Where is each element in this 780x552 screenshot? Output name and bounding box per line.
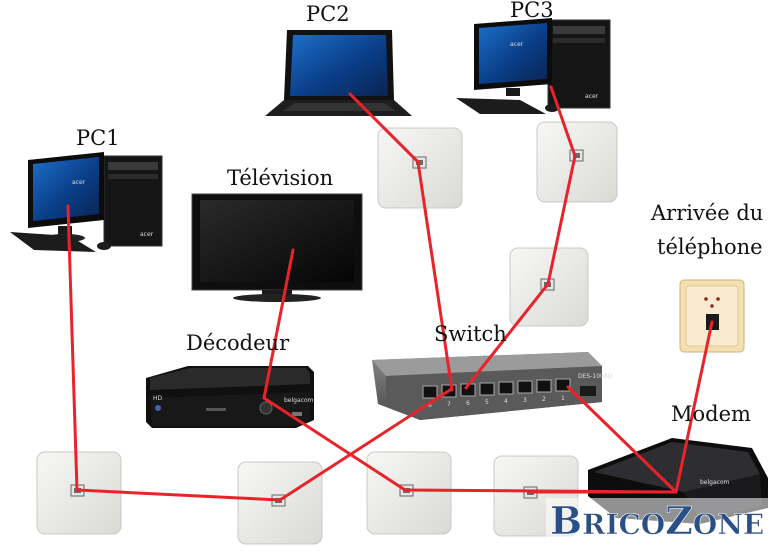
wall-socket-center [509, 247, 589, 327]
label-pc2: PC2 [306, 2, 350, 26]
pc3-tower-brand: acer [585, 93, 599, 100]
switch-port-number: 5 [485, 399, 489, 406]
label-arrivee-line2: téléphone [657, 235, 763, 259]
label-modem: Modem [671, 402, 751, 426]
label-pc3: PC3 [510, 0, 554, 22]
modem-brand: belgacom [700, 479, 730, 486]
cable-tv [262, 248, 295, 400]
switch-port-number: 6 [466, 400, 470, 407]
watermark-one: ONE [693, 508, 764, 541]
decoder-brand: belgacom [284, 397, 314, 404]
decoder-hd-label: HD [153, 395, 163, 402]
switch-model: DES-1008D [578, 373, 613, 380]
cables [66, 85, 714, 502]
watermark-b: B [550, 498, 582, 543]
pc1-tower-brand: acer [140, 231, 154, 238]
switch-port-number: 2 [542, 396, 546, 403]
wall-socket-bottom-2 [237, 461, 323, 545]
wall-socket-pc3 [536, 121, 618, 203]
pc1-computer: acer acer [10, 152, 163, 252]
label-pc1: PC1 [76, 126, 120, 150]
pc1-screen-brand: acer [72, 179, 86, 186]
switch-port-number: 1 [561, 395, 565, 402]
bricozone-watermark: BRICOZONE [546, 498, 774, 544]
cable-pc3 [464, 85, 577, 390]
cable-switch-modem [566, 385, 678, 494]
watermark-z: Z [665, 498, 693, 543]
cable-pc2 [348, 92, 454, 392]
pc3-computer: acer acer [456, 18, 611, 114]
watermark-text: BRICOZONE [550, 498, 764, 543]
wall-socket-bottom-3 [366, 451, 452, 535]
switch-port-number: 4 [504, 398, 508, 405]
network-switch: 8 7 6 5 4 3 2 1 DES-1008D [372, 352, 613, 420]
cable-pc1 [66, 204, 452, 502]
phone-socket [679, 279, 745, 353]
pc2-laptop [265, 30, 412, 116]
switch-port-number: 7 [447, 401, 451, 408]
pc3-screen-brand: acer [510, 41, 524, 48]
switch-ports [422, 378, 571, 399]
label-television: Télévision [227, 166, 333, 190]
television [191, 193, 363, 302]
label-arrivee-line1: Arrivée du [650, 201, 763, 225]
watermark-rico: RICO [582, 508, 665, 541]
label-switch: Switch [434, 322, 507, 346]
label-decodeur: Décodeur [186, 331, 290, 355]
switch-port-number: 8 [428, 402, 432, 409]
switch-port-number: 3 [523, 397, 527, 404]
switch-port-numbers: 8 7 6 5 4 3 2 1 [428, 395, 565, 409]
set-top-box: HD belgacom [146, 366, 314, 428]
cable-phone-modem [674, 320, 714, 494]
